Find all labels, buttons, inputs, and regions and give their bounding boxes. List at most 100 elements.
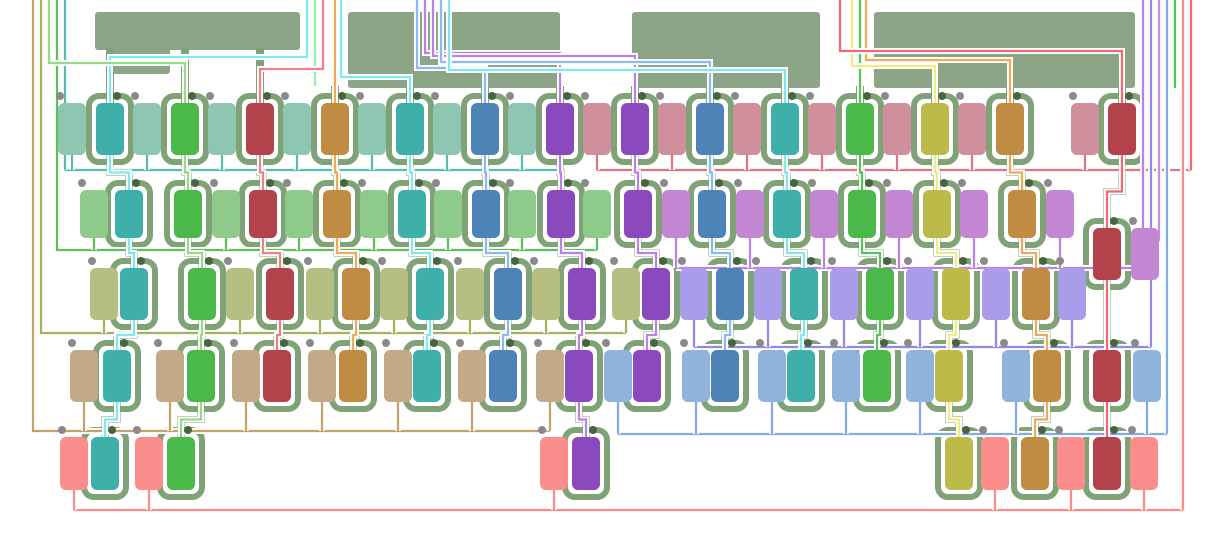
key-switch[interactable] <box>1071 103 1099 155</box>
key-switch-highlighted[interactable] <box>246 103 274 155</box>
key-switch-highlighted[interactable] <box>1093 228 1121 280</box>
key-switch-highlighted[interactable] <box>1022 268 1050 320</box>
key-switch[interactable] <box>536 350 564 402</box>
key-switch-highlighted[interactable] <box>321 103 349 155</box>
key-switch[interactable] <box>1130 437 1158 490</box>
key-switch[interactable] <box>384 350 412 402</box>
key-switch[interactable] <box>433 103 461 155</box>
key-switch-highlighted[interactable] <box>935 350 963 402</box>
key-switch-highlighted[interactable] <box>698 190 726 238</box>
key-switch[interactable] <box>958 103 986 155</box>
key-switch-highlighted[interactable] <box>546 103 574 155</box>
key-switch[interactable] <box>960 190 988 238</box>
key-switch[interactable] <box>1131 228 1159 280</box>
key-switch[interactable] <box>682 350 710 402</box>
key-switch-highlighted[interactable] <box>174 190 202 238</box>
key-switch[interactable] <box>733 103 761 155</box>
key-switch-highlighted[interactable] <box>263 350 291 402</box>
key-switch-highlighted[interactable] <box>790 268 818 320</box>
key-switch[interactable] <box>226 268 254 320</box>
key-switch[interactable] <box>604 350 632 402</box>
key-switch-highlighted[interactable] <box>396 103 424 155</box>
key-switch-highlighted[interactable] <box>167 437 195 490</box>
key-switch[interactable] <box>208 103 236 155</box>
key-switch[interactable] <box>808 103 836 155</box>
key-switch[interactable] <box>885 190 913 238</box>
key-switch-highlighted[interactable] <box>572 437 600 490</box>
key-switch-highlighted[interactable] <box>863 350 891 402</box>
key-switch-highlighted[interactable] <box>921 103 949 155</box>
key-switch[interactable] <box>80 190 108 238</box>
key-switch-highlighted[interactable] <box>115 190 143 238</box>
key-switch[interactable] <box>212 190 240 238</box>
key-switch[interactable] <box>1133 350 1161 402</box>
key-switch-highlighted[interactable] <box>266 268 294 320</box>
key-switch-highlighted[interactable] <box>1093 437 1121 490</box>
key-switch[interactable] <box>583 103 611 155</box>
key-switch-highlighted[interactable] <box>103 350 131 402</box>
key-switch-highlighted[interactable] <box>923 190 951 238</box>
key-switch[interactable] <box>58 103 86 155</box>
key-switch[interactable] <box>360 190 388 238</box>
key-switch-highlighted[interactable] <box>472 190 500 238</box>
key-switch[interactable] <box>982 268 1010 320</box>
key-switch-highlighted[interactable] <box>471 103 499 155</box>
key-switch[interactable] <box>306 268 334 320</box>
key-switch-highlighted[interactable] <box>339 350 367 402</box>
key-switch[interactable] <box>1002 350 1030 402</box>
key-switch-highlighted[interactable] <box>342 268 370 320</box>
key-switch[interactable] <box>540 437 568 490</box>
key-switch[interactable] <box>508 103 536 155</box>
key-switch-highlighted[interactable] <box>171 103 199 155</box>
key-switch[interactable] <box>758 350 786 402</box>
key-switch[interactable] <box>658 103 686 155</box>
key-switch[interactable] <box>662 190 690 238</box>
key-switch[interactable] <box>906 350 934 402</box>
key-switch-highlighted[interactable] <box>848 190 876 238</box>
key-switch-highlighted[interactable] <box>787 350 815 402</box>
key-switch-highlighted[interactable] <box>489 350 517 402</box>
key-switch-highlighted[interactable] <box>1093 350 1121 402</box>
key-switch[interactable] <box>358 103 386 155</box>
key-switch-highlighted[interactable] <box>773 190 801 238</box>
key-switch-highlighted[interactable] <box>323 190 351 238</box>
key-switch-highlighted[interactable] <box>91 437 119 490</box>
key-switch-highlighted[interactable] <box>716 268 744 320</box>
key-switch[interactable] <box>308 350 336 402</box>
key-switch[interactable] <box>434 190 462 238</box>
key-switch[interactable] <box>680 268 708 320</box>
key-switch-highlighted[interactable] <box>696 103 724 155</box>
key-switch-highlighted[interactable] <box>416 268 444 320</box>
key-switch[interactable] <box>156 350 184 402</box>
key-switch[interactable] <box>830 268 858 320</box>
key-switch-highlighted[interactable] <box>398 190 426 238</box>
key-switch[interactable] <box>380 268 408 320</box>
key-switch-highlighted[interactable] <box>1021 437 1049 490</box>
key-switch[interactable] <box>285 190 313 238</box>
key-switch[interactable] <box>883 103 911 155</box>
key-switch-highlighted[interactable] <box>1008 190 1036 238</box>
key-switch[interactable] <box>583 190 611 238</box>
key-switch[interactable] <box>456 268 484 320</box>
key-switch-highlighted[interactable] <box>413 350 441 402</box>
key-switch[interactable] <box>1046 190 1074 238</box>
key-switch[interactable] <box>754 268 782 320</box>
key-switch-highlighted[interactable] <box>866 268 894 320</box>
key-switch[interactable] <box>1058 268 1086 320</box>
key-switch[interactable] <box>981 437 1009 490</box>
key-switch[interactable] <box>133 103 161 155</box>
key-switch[interactable] <box>60 437 88 490</box>
key-switch-highlighted[interactable] <box>1033 350 1061 402</box>
key-switch[interactable] <box>283 103 311 155</box>
key-switch-highlighted[interactable] <box>547 190 575 238</box>
key-switch[interactable] <box>135 437 163 490</box>
key-switch-highlighted[interactable] <box>771 103 799 155</box>
key-switch-highlighted[interactable] <box>249 190 277 238</box>
key-switch-highlighted[interactable] <box>945 437 973 490</box>
key-switch-highlighted[interactable] <box>621 103 649 155</box>
key-switch-highlighted[interactable] <box>996 103 1024 155</box>
key-switch-highlighted[interactable] <box>1108 103 1136 155</box>
key-switch-highlighted[interactable] <box>568 268 596 320</box>
key-switch[interactable] <box>1057 437 1085 490</box>
key-switch-highlighted[interactable] <box>633 350 661 402</box>
